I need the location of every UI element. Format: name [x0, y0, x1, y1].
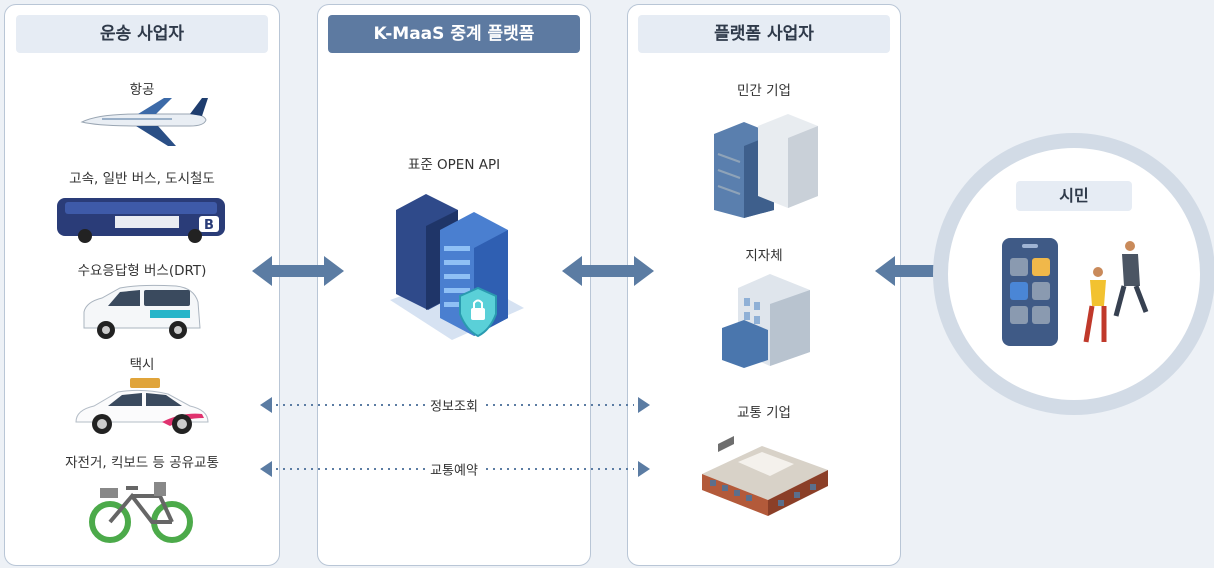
- drt-label: 수요응답형 버스(DRT): [77, 263, 207, 279]
- transport-panel: 운송 사업자: [4, 4, 280, 566]
- airplane-icon: [80, 98, 208, 146]
- booking-label: 교통예약: [426, 459, 482, 479]
- info-query-flow-arrow: [260, 397, 650, 413]
- operators-panel-title: 플랫폼 사업자: [638, 15, 890, 53]
- server-icon: [390, 194, 524, 340]
- citizen-title: 시민: [1016, 181, 1132, 211]
- bicycle-icon: [89, 482, 193, 543]
- platform-panel-title: K-MaaS 중계 플랫폼: [328, 15, 580, 53]
- local-government-label: 지자체: [745, 248, 783, 264]
- svg-text:B: B: [204, 218, 214, 233]
- booking-flow-arrow: [260, 461, 650, 477]
- smartphone-people-icon: [1002, 238, 1149, 346]
- shared-mobility-label: 자전거, 킥보드 등 공유교통: [65, 455, 219, 471]
- transport-panel-title: 운송 사업자: [16, 15, 268, 53]
- airline-label: 항공: [129, 82, 155, 98]
- platform-operators-arrow: [562, 256, 654, 286]
- private-company-label: 민간 기업: [737, 83, 791, 99]
- office-building-icon: [714, 114, 818, 218]
- taxi-label: 택시: [129, 357, 155, 373]
- transport-company-building-icon: [702, 436, 828, 516]
- info-query-label: 정보조회: [426, 395, 482, 415]
- open-api-label: 표준 OPEN API: [407, 157, 501, 173]
- transport-company-label: 교통 기업: [737, 405, 791, 421]
- taxi-icon: [75, 378, 209, 434]
- government-building-icon: [722, 274, 810, 368]
- transport-platform-arrow: [252, 256, 344, 286]
- van-icon: [83, 284, 201, 339]
- operators-citizen-arrow: [875, 256, 975, 286]
- bus-rail-label: 고속, 일반 버스, 도시철도: [69, 171, 215, 187]
- bus-icon: B: [57, 198, 225, 243]
